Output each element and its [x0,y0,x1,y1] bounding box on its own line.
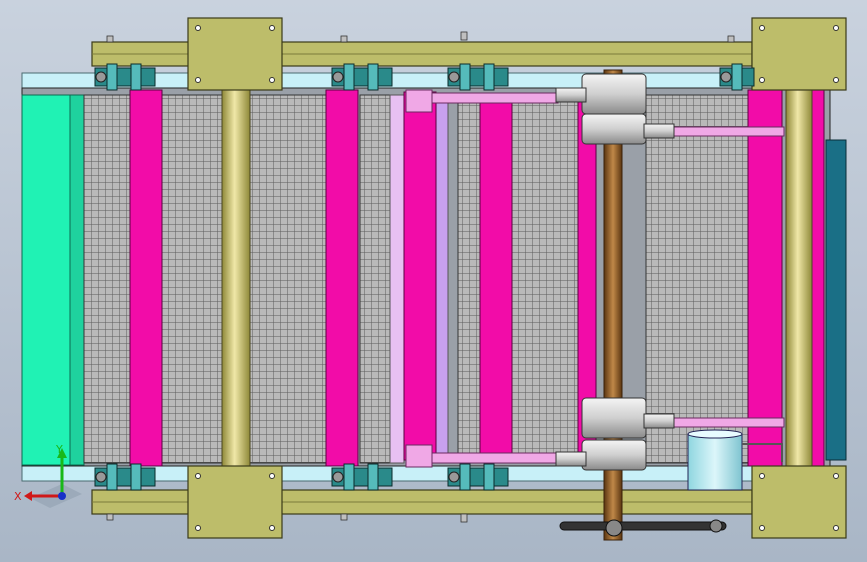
mount-assembly [94,63,156,91]
mesh-sections [83,94,749,464]
arm-clevis [405,89,433,113]
corner-plates [187,17,847,539]
roller [403,91,437,461]
tank-body [687,433,743,491]
bearing-collar [555,87,587,103]
roller [747,89,783,467]
roller [129,89,163,467]
roller [811,89,825,467]
arm-rod-right-top [671,126,785,137]
idler-pulley [709,519,723,533]
mount-assembly [447,63,509,91]
bearing-collar [643,413,675,429]
tank-pipe [742,443,783,462]
mount-assembly [331,463,393,491]
pink-arms [405,89,785,468]
mesh-section [83,94,131,464]
x-axis-label: X [14,490,22,503]
tank-top [687,429,743,439]
mesh-section [359,94,391,464]
mount-assembly [331,63,393,91]
lavender-strip [435,94,449,464]
drive-belt [559,521,727,531]
mount-assembly [447,463,509,491]
plate-bottom-left [187,465,283,539]
bearing-collar [555,451,587,467]
rollers [129,89,825,467]
arm-rod-bottom [429,452,559,464]
right-panel [825,139,847,461]
drive-pulley [605,519,623,537]
roller [479,99,513,459]
lavender-strip [389,94,405,464]
plate-bottom-right [751,465,847,539]
left-panel-edge [69,94,85,466]
bearings [555,73,675,471]
mesh-section [645,94,749,464]
bearing-collar [643,123,675,139]
plate-holes [195,25,839,531]
frame-bolts [106,31,735,523]
y-axis-head [57,448,67,458]
roller [325,89,359,467]
axis-triad: Y X [14,443,82,508]
arm-clevis [405,444,433,468]
mesh-section [161,94,225,464]
plate-top-left [187,17,283,91]
mesh-section [457,94,579,464]
bearing-block [581,73,647,115]
mesh-section [249,94,327,464]
z-axis-dot [58,492,66,500]
y-axis-label: Y [55,443,63,456]
bearing-block [581,397,647,439]
x-axis-head [24,491,32,501]
plate-top-right [751,17,847,91]
column-left [221,87,251,469]
top-mounts [94,63,755,91]
mount-assembly [94,463,156,491]
drive-linkage [559,519,727,537]
mount-assembly [719,63,755,91]
bearing-block [581,439,647,471]
bottom-mounts [94,463,509,491]
bearing-block [581,113,647,145]
column-right [785,87,813,469]
cylinder-tank [687,429,783,491]
left-panel [21,94,73,466]
arm-rod-top [429,92,559,104]
arm-rod-right-bottom [671,417,785,428]
